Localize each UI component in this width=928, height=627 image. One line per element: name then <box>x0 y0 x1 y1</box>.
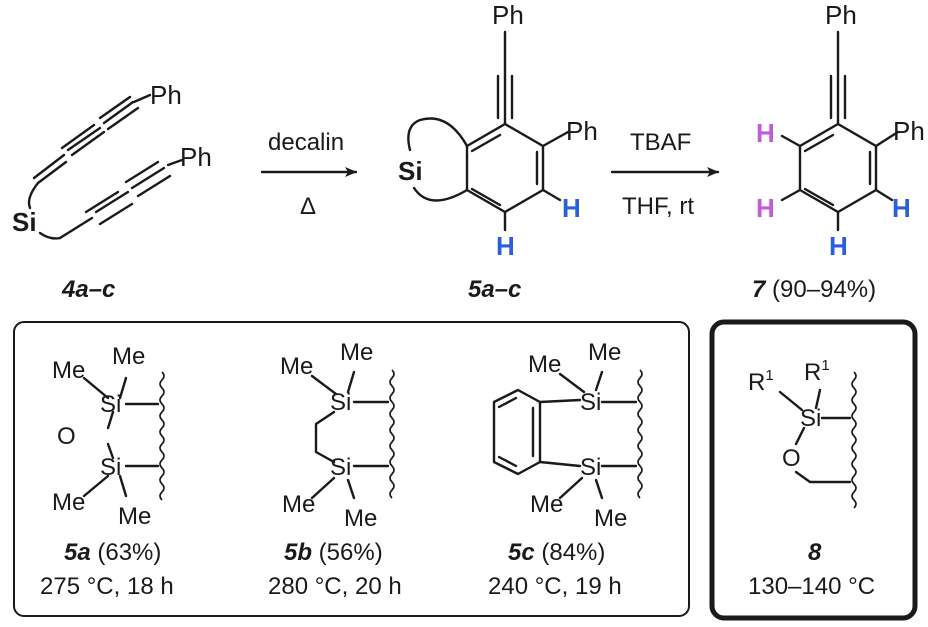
compound-8-r1-left: R1 <box>748 367 774 396</box>
variant-5c-yield: (84%) <box>535 539 606 566</box>
mid-h-bonds <box>503 188 562 232</box>
compound-8-si: Si <box>800 405 821 432</box>
mid-ph-bond <box>541 130 570 148</box>
mid-si: Si <box>398 156 423 186</box>
start-upper-alkyne-chain <box>32 93 152 180</box>
compound-8-r-right-sup: 1 <box>821 357 829 374</box>
variant-5a-caption: 5a (63%) <box>64 539 161 566</box>
variant-5c-caption: 5c (84%) <box>508 539 605 566</box>
variant-5c-me3: Me <box>530 491 563 518</box>
prod-label-number: 7 <box>752 276 767 303</box>
step2-condition: THF, rt <box>622 193 694 220</box>
prod-h-lower-left: H <box>756 193 775 223</box>
variant-5c-me1: Me <box>528 351 561 378</box>
variant-5a-me1: Me <box>52 357 85 384</box>
variant-5c-si1: Si <box>580 389 601 416</box>
variant-5b-yield: (56%) <box>312 539 383 566</box>
variant-5c-structure <box>492 369 643 500</box>
variant-5c-me2: Me <box>588 339 621 366</box>
compound-8-name: 8 <box>808 539 822 566</box>
variant-5b-si2: Si <box>330 454 351 481</box>
product-structure <box>780 30 900 232</box>
variant-5a-o: O <box>57 423 76 450</box>
variant-5b-me2: Me <box>340 339 373 366</box>
start-lower-alkyne-chain <box>58 158 184 240</box>
prod-h-right: H <box>892 193 911 223</box>
variant-5a-structure <box>82 371 165 501</box>
compound-8-conditions: 130–140 °C <box>748 573 875 600</box>
mid-benzene-ring <box>465 122 545 214</box>
variant-5c-si2: Si <box>580 454 601 481</box>
mid-si-ring-arc <box>407 117 469 202</box>
intermediate-structure <box>407 30 570 232</box>
variant-5a-si1: Si <box>100 391 121 418</box>
prod-label-yield: (90–94%) <box>765 276 876 303</box>
variant-5a-conditions: 275 °C, 18 h <box>40 573 174 600</box>
variant-5a-me4: Me <box>118 503 151 530</box>
mid-h-bottom: H <box>496 231 515 261</box>
start-ph-bottom: Ph <box>180 142 212 172</box>
variant-5b-conditions: 280 °C, 20 h <box>268 573 402 600</box>
variant-5b-caption: 5b (56%) <box>284 539 383 566</box>
step2-reagent: TBAF <box>630 129 691 156</box>
step1-condition: Δ <box>300 193 316 220</box>
mid-ph-top: Ph <box>492 0 524 30</box>
start-si-tether <box>27 181 62 240</box>
start-si: Si <box>12 207 37 237</box>
variant-5c-conditions: 240 °C, 19 h <box>488 573 622 600</box>
start-label: 4a–c <box>61 276 115 303</box>
prod-ph-top: Ph <box>825 0 857 30</box>
compound-8-r-right: R <box>804 359 821 386</box>
start-material <box>27 93 184 240</box>
variant-5a-me2: Me <box>112 343 145 370</box>
prod-h-bonds <box>780 134 894 232</box>
mid-label: 5a–c <box>468 276 521 303</box>
compound-8-r-left: R <box>748 369 765 396</box>
prod-label: 7 (90–94%) <box>752 276 876 303</box>
compound-8-o: O <box>782 445 801 472</box>
variant-5a-si2: Si <box>100 454 121 481</box>
variant-5a-me3: Me <box>52 489 85 516</box>
variant-5b-me4: Me <box>344 505 377 532</box>
prod-h-upper-left: H <box>756 118 775 148</box>
prod-ph-bond <box>874 130 900 148</box>
prod-ph-side: Ph <box>893 116 925 146</box>
variant-5c-me4: Me <box>594 505 627 532</box>
mid-ph-side: Ph <box>566 116 598 146</box>
mid-h-right: H <box>562 193 581 223</box>
variant-5b-me3: Me <box>282 491 315 518</box>
variant-5b-structure <box>310 369 395 500</box>
step1-reagent: decalin <box>268 129 344 156</box>
compound-8-r1-right: R1 <box>804 357 830 386</box>
prod-h-bottom: H <box>829 231 848 261</box>
start-ph-top: Ph <box>150 80 182 110</box>
variants-panel <box>13 321 690 617</box>
variant-5b-me1: Me <box>280 353 313 380</box>
compound-8-structure <box>778 371 857 509</box>
mid-alkyne <box>496 30 514 126</box>
variant-5b-si1: Si <box>330 389 351 416</box>
variant-5a-name: 5a <box>64 539 91 566</box>
prod-benzene-ring <box>798 122 878 214</box>
variant-5b-name: 5b <box>284 539 312 566</box>
compound-8-box <box>709 319 918 621</box>
variant-5c-name: 5c <box>508 539 535 566</box>
variant-5a-yield: (63%) <box>91 539 162 566</box>
prod-alkyne <box>829 30 847 126</box>
compound-8-r-left-sup: 1 <box>765 367 773 384</box>
